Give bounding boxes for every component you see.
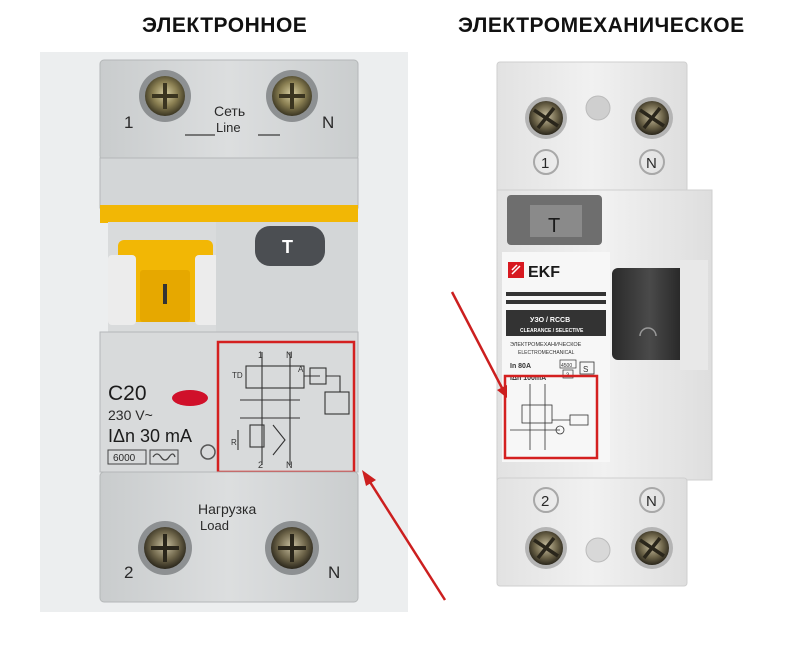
svg-text:1: 1 xyxy=(258,350,263,360)
terminal-label-1-right: 1 xyxy=(541,155,549,172)
left-device: 1 N Сеть Line T C20 230 V~ IΔn 30 mA 600… xyxy=(99,59,359,603)
breaking-capacity-right: 4500 xyxy=(561,363,572,369)
line-label-en: Line xyxy=(216,120,241,135)
brand-label: EKF xyxy=(528,264,560,281)
right-schematic xyxy=(510,384,589,450)
left-schematic xyxy=(237,352,350,465)
terminal-label-n-bottom-right: N xyxy=(646,493,657,510)
terminal-label-n-right: N xyxy=(646,155,657,172)
terminal-label-2: 2 xyxy=(124,563,133,582)
type-en-label: ELECTROMECHANICAL xyxy=(518,350,575,356)
terminal-label-1: 1 xyxy=(124,113,133,132)
type-ru-label: ЭЛЕКТРОМЕХАНИЧЕСКОЕ xyxy=(510,342,582,348)
badge-s: S xyxy=(583,365,588,374)
heading-electromechanical: ЭЛЕКТРОМЕХАНИЧЕСКОЕ xyxy=(458,14,745,37)
terminal-label-n-bottom: N xyxy=(328,563,340,582)
voltage-label: 230 V~ xyxy=(108,407,153,423)
svg-text:TD: TD xyxy=(232,371,243,380)
svg-text:N: N xyxy=(286,460,293,470)
test-button[interactable] xyxy=(255,226,325,266)
svg-text:R: R xyxy=(231,438,237,447)
right-device: 1 N T EKF УЗО / RCCB CLEARANCE / SELECTI… xyxy=(496,61,713,587)
black-handle[interactable] xyxy=(612,268,687,360)
residual-current-label: IΔn 30 mA xyxy=(108,426,192,446)
highlight-box-right xyxy=(503,374,599,460)
model-label: УЗО / RCCB xyxy=(530,317,570,324)
sine-wave-icon xyxy=(152,453,176,461)
handle-bar xyxy=(100,205,358,223)
subtitle-label: CLEARANCE / SELECTIVE xyxy=(520,328,584,334)
line-label-ru: Сеть xyxy=(214,103,245,119)
test-button-right-label: T xyxy=(548,215,560,237)
load-label-en: Load xyxy=(200,518,229,533)
terminal-label-2-right: 2 xyxy=(541,493,549,510)
svg-text:A: A xyxy=(298,365,304,374)
rating-label: C20 xyxy=(108,382,147,405)
arrow-icon xyxy=(368,481,447,601)
terminal-label-n: N xyxy=(322,113,334,132)
heading-electronic: ЭЛЕКТРОННОЕ xyxy=(142,14,308,37)
residual-current-right-label: IΔn 100mA xyxy=(510,375,546,382)
arrow-icon xyxy=(450,291,504,389)
svg-text:N: N xyxy=(286,350,293,360)
breaking-capacity-label: 6000 xyxy=(113,453,136,464)
rated-current-label: In 80A xyxy=(510,363,531,370)
load-label-ru: Нагрузка xyxy=(198,501,256,517)
indicator-window xyxy=(172,390,208,406)
test-button-label: T xyxy=(282,237,293,257)
svg-text:2: 2 xyxy=(258,460,263,470)
